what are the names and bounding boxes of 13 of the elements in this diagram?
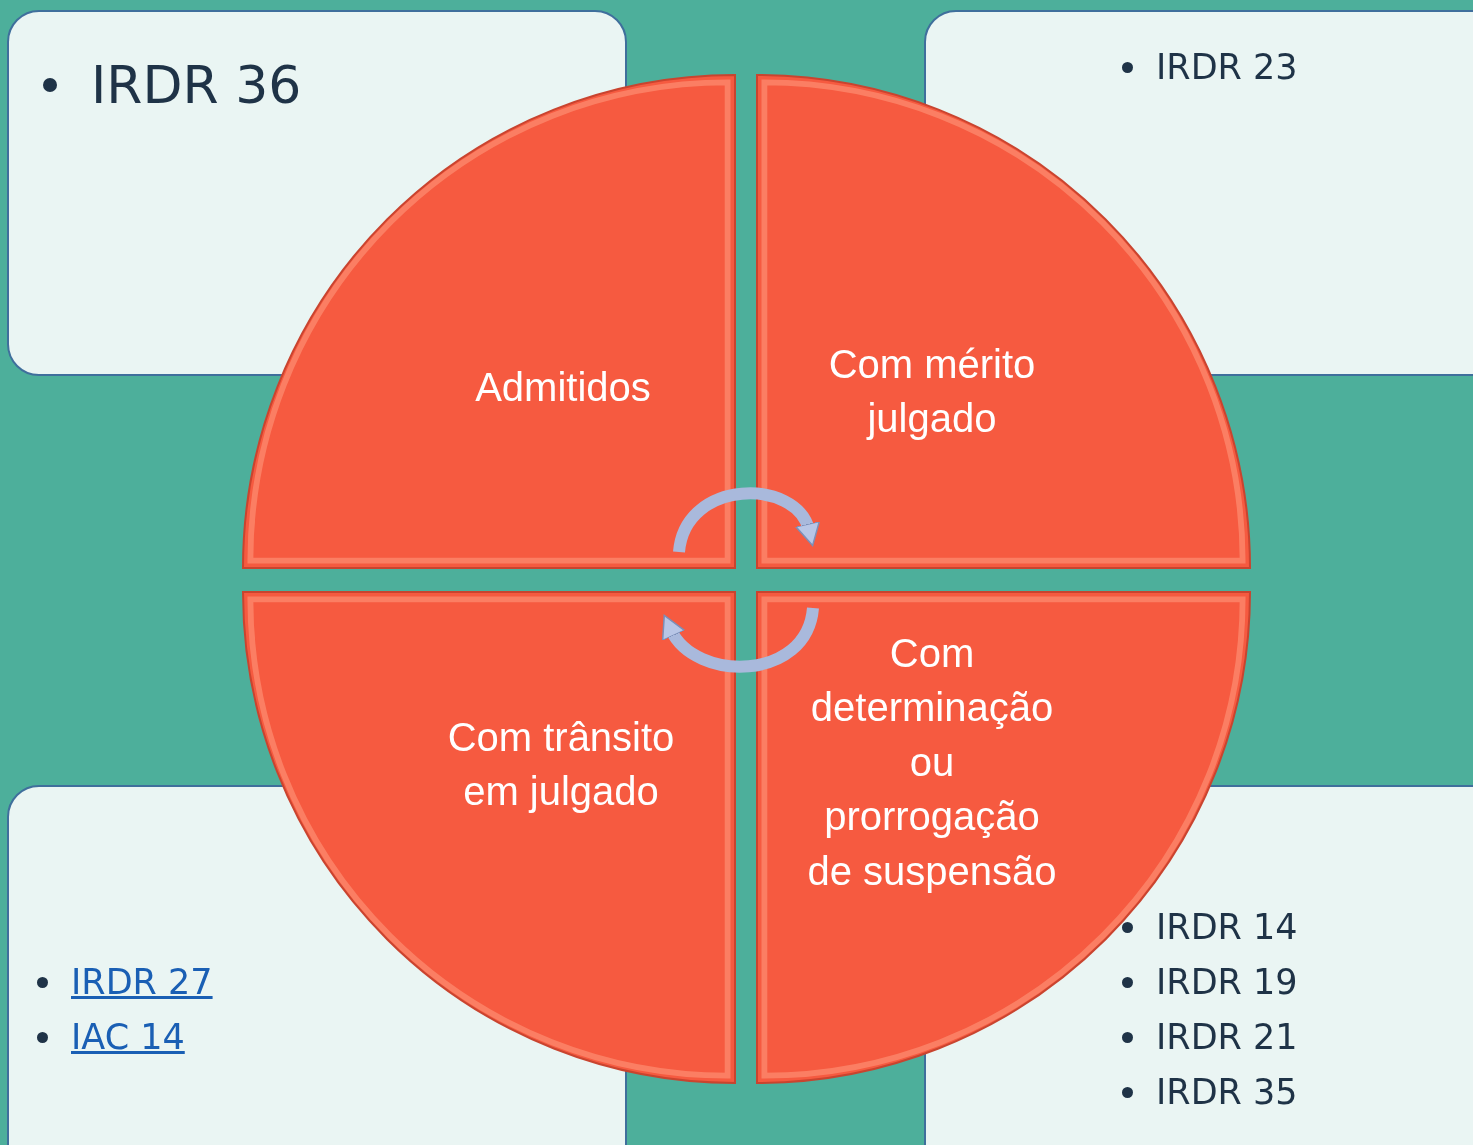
quadrant-segment: [243, 592, 735, 1083]
list-item: IRDR 23: [1156, 47, 1298, 87]
list-link: IRDR 27: [71, 962, 213, 1002]
list-link: IAC 14: [71, 1017, 185, 1057]
list-item: IRDR 35: [1156, 1072, 1298, 1112]
segment-label: Com mérito julgado: [827, 341, 1037, 443]
list-item: IRDR 21: [1156, 1017, 1298, 1057]
list-item: IRDR 19: [1156, 962, 1298, 1002]
list-item: IRDR 36: [91, 55, 302, 115]
segment-label: Admitidos: [474, 364, 652, 411]
list-item: IRDR 14: [1156, 907, 1298, 947]
segment-label: Com trânsito em julgado: [446, 714, 676, 816]
segment-label: Com determinação ou prorrogação de suspensão: [806, 630, 1058, 895]
